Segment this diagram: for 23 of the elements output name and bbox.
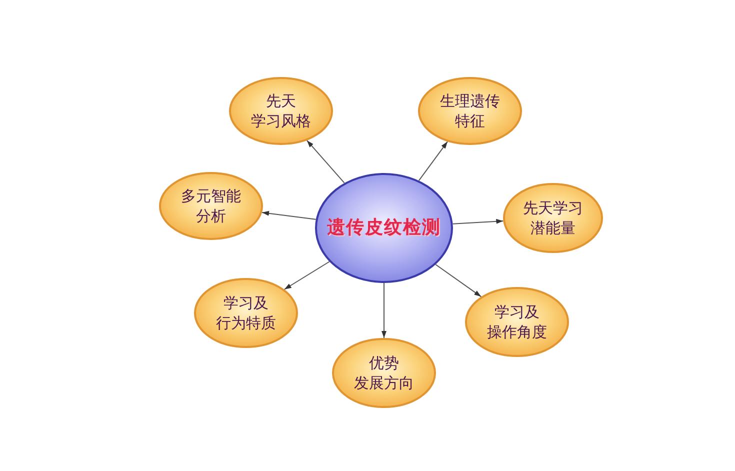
topic-ellipse [465, 287, 569, 357]
arrow [284, 261, 330, 290]
topic-ellipse [229, 77, 333, 145]
topic-ellipse [418, 77, 522, 145]
node-label: 多元智能分析 [181, 186, 241, 226]
node-label: 先天学习风格 [251, 90, 311, 132]
arrow [306, 140, 345, 184]
arrow [452, 218, 504, 224]
arrow [418, 141, 448, 182]
node-label: 先天学习潜能量 [523, 198, 583, 238]
node-label: 优势发展方向 [354, 352, 414, 394]
node-label: 学习及操作角度 [487, 302, 547, 342]
node-label: 遗传皮纹检测 [327, 216, 441, 240]
topic-ellipse [159, 172, 263, 240]
topic-ellipse [503, 183, 603, 253]
topic-ellipse [332, 338, 436, 408]
arrow [435, 264, 482, 298]
central-topic-ellipse [315, 173, 453, 283]
node-label: 学习及行为特质 [216, 292, 276, 334]
topic-ellipse [194, 278, 298, 348]
node-label: 生理遗传特征 [440, 90, 500, 132]
arrow [262, 210, 316, 220]
arrow [382, 282, 386, 338]
